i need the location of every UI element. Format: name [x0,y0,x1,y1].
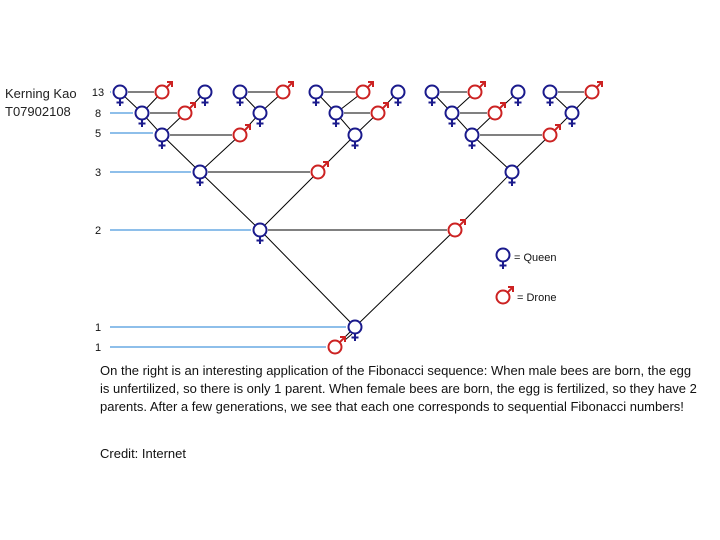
queen-icon [390,84,406,106]
legend-queen-label: = Queen [514,252,557,264]
drone-icon [487,102,506,121]
generation-count-labels: 13 8 5 3 2 1 1 [92,87,104,354]
drone-icon [355,81,374,100]
drone-icon [154,81,173,100]
tree-edge [199,171,261,231]
queen-icon [197,84,213,106]
drone-icon [275,81,294,100]
queen-icon [424,84,440,106]
queen-icon [495,247,511,269]
generation-count-label: 8 [95,108,101,120]
queen-icon [252,222,268,244]
queen-icon [347,127,363,149]
drone-icon [467,81,486,100]
generation-guide-lines [110,91,346,348]
queen-icon [347,319,363,341]
tree-edge [511,134,551,173]
queen-icon [192,164,208,186]
generation-count-label: 3 [95,167,101,179]
queen-icon [252,105,268,127]
drone-icon [177,102,196,121]
caption-text: On the right is an interesting applicati… [100,363,697,414]
queen-icon [564,105,580,127]
queen-icon [542,84,558,106]
generation-count-label: 5 [95,128,101,140]
drone-icon [495,286,514,305]
drone-icon [584,81,603,100]
queen-icon [112,84,128,106]
author-name: Kerning Kao [5,86,77,101]
queen-icon [328,105,344,127]
drone-icon [327,336,346,355]
drone-icon [232,124,251,143]
generation-count-label: 1 [95,342,101,354]
credit-text: Credit: Internet [100,446,186,461]
queen-icon [308,84,324,106]
legend: = Queen = Drone [495,247,557,305]
queen-icon [504,164,520,186]
drone-icon [447,219,466,238]
generation-count-label: 2 [95,225,101,237]
queen-icon [444,105,460,127]
tree-edge [259,171,319,231]
tree-edge [471,134,513,173]
generation-count-label: 13 [92,87,104,99]
tree-nodes [112,81,603,355]
queen-icon [510,84,526,106]
author-id: T07902108 [5,104,71,119]
queen-icon [232,84,248,106]
tree-edge [354,229,456,328]
drone-icon [370,102,389,121]
queen-icon [154,127,170,149]
drone-icon [310,161,329,180]
tree-edge [259,229,356,328]
queen-icon [134,105,150,127]
legend-drone-label: = Drone [517,292,556,304]
generation-count-label: 1 [95,322,101,334]
tree-edge [344,333,353,341]
tree-edge [161,134,201,173]
drone-icon [542,124,561,143]
tree-edge [199,134,241,173]
queen-icon [464,127,480,149]
